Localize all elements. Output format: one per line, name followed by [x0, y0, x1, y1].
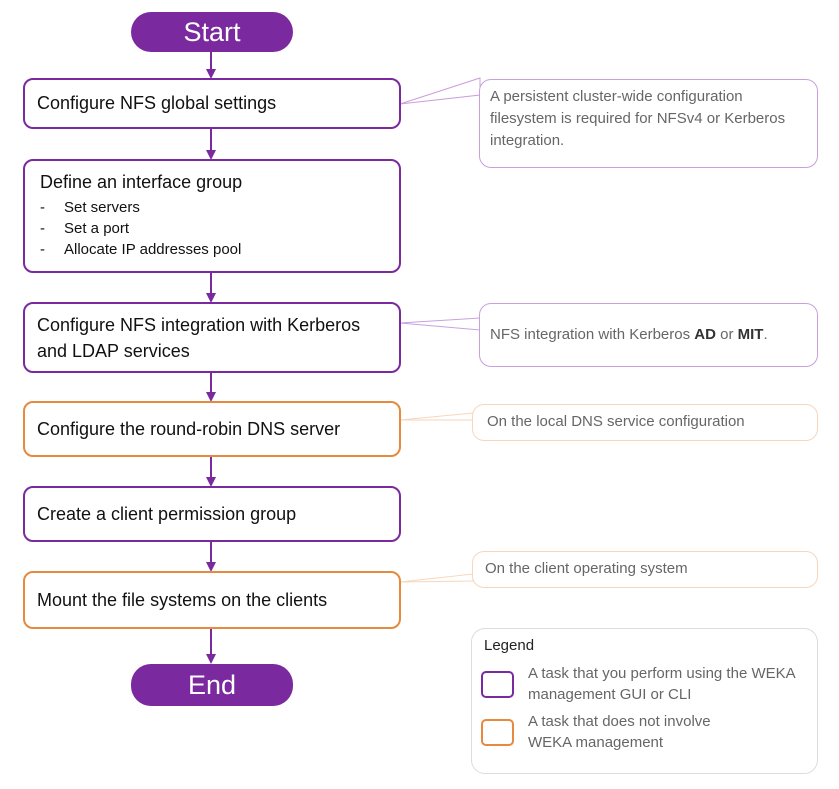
legend-swatch-orange [481, 719, 514, 746]
note-cluster-config: A persistent cluster-wide configuration … [479, 79, 818, 168]
step-label: Mount the file systems on the clients [37, 589, 328, 610]
note-dns: On the local DNS service configuration [472, 404, 818, 441]
substep-item: Set servers [40, 197, 387, 218]
note-text-prefix: NFS integration with Kerberos [490, 326, 695, 343]
note-text-or: or [715, 326, 738, 343]
note-text: A persistent cluster-wide configuration … [490, 88, 786, 149]
step-label: Create a client permission group [37, 503, 297, 524]
start-label: Start [183, 16, 241, 47]
step-label: Configure NFS global settings [37, 93, 277, 113]
step-substeps: Set servers Set a port Allocate IP addre… [40, 197, 387, 260]
step-configure-nfs-global-settings: Configure NFS global settings [23, 78, 401, 129]
start-terminal: Start [131, 12, 293, 52]
callout-pointer-kerberos [399, 317, 481, 331]
legend-title: Legend [484, 637, 535, 654]
step-label: Configure NFS integration with Kerberos … [37, 314, 361, 361]
step-define-interface-group: Define an interface group Set servers Se… [23, 159, 401, 273]
legend: Legend A task that you perform using the… [471, 628, 818, 774]
note-text-mit: MIT [737, 326, 764, 343]
note-text: NFS integration with Kerberos AD or MIT. [490, 324, 768, 346]
legend-text-non-weka-task: A task that does not involve WEKA manage… [528, 713, 711, 751]
note-text-ad: AD [694, 326, 716, 343]
note-text: On the client operating system [485, 560, 688, 577]
step-mount-file-systems: Mount the file systems on the clients [23, 571, 401, 629]
callout-pointer-cluster-config [399, 77, 481, 105]
note-kerberos: NFS integration with Kerberos AD or MIT. [479, 303, 818, 367]
step-label: Configure the round-robin DNS server [37, 418, 341, 439]
step-configure-nfs-kerberos-ldap: Configure NFS integration with Kerberos … [23, 302, 401, 373]
callout-pointer-client-os [399, 573, 474, 583]
legend-swatch-purple [481, 671, 514, 698]
legend-text-weka-task: A task that you perform using the WEKA m… [528, 665, 795, 703]
note-text: On the local DNS service configuration [487, 413, 745, 430]
step-label: Define an interface group [40, 172, 243, 192]
substep-item: Allocate IP addresses pool [40, 239, 387, 260]
step-configure-round-robin-dns: Configure the round-robin DNS server [23, 401, 401, 457]
substep-item: Set a port [40, 218, 387, 239]
note-client-os: On the client operating system [472, 551, 818, 588]
callout-pointer-dns [399, 412, 474, 421]
note-text-suffix: . [763, 326, 768, 343]
end-terminal: End [131, 664, 293, 706]
end-label: End [187, 669, 237, 700]
step-create-client-permission-group: Create a client permission group [23, 486, 401, 542]
